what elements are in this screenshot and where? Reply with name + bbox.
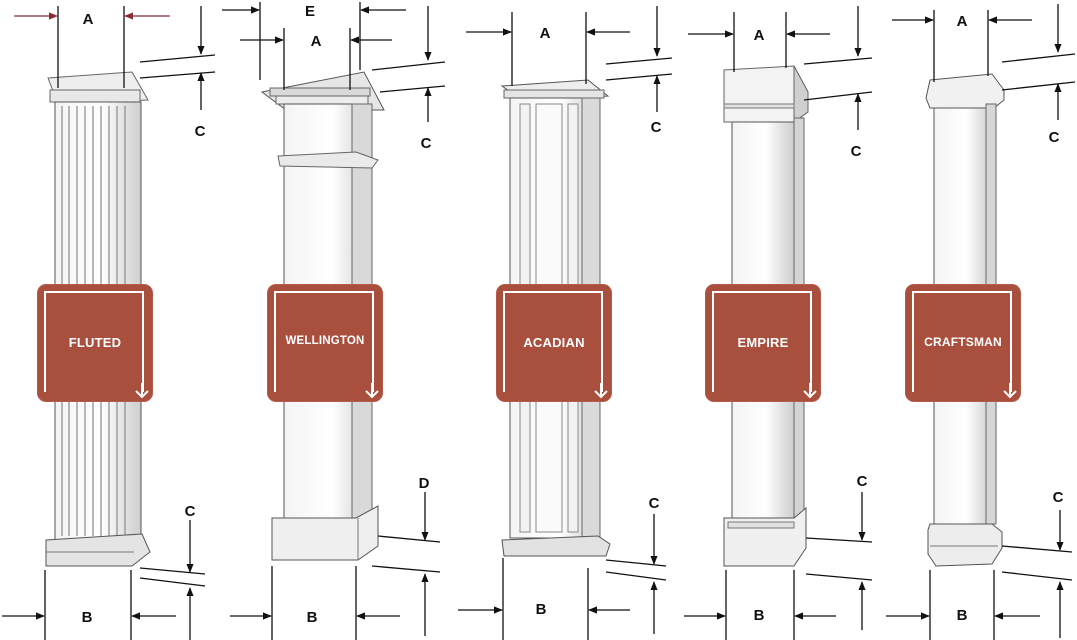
wellington-dim-a: A (311, 33, 322, 50)
fluted-dimensions (2, 6, 216, 640)
acadian-dim-b: B (536, 601, 547, 618)
badge-wellington[interactable]: WELLINGTON (268, 285, 382, 401)
craftsman-dimensions (886, 4, 1076, 640)
badge-frame (503, 291, 603, 392)
fluted-dim-b: B (82, 609, 93, 626)
badge-label-craftsman: CRAFTSMAN (924, 335, 1002, 349)
wellington-dim-d: D (419, 475, 430, 492)
badge-empire[interactable]: EMPIRE (706, 285, 820, 401)
badge-label-empire: EMPIRE (737, 335, 789, 350)
empire-dim-c-bottom: C (857, 473, 868, 490)
acadian-dim-a: A (540, 25, 551, 42)
badge-label-acadian: ACADIAN (523, 335, 585, 350)
empire-dim-a: A (754, 27, 765, 44)
wellington-dimensions (222, 2, 446, 640)
badge-frame (712, 291, 812, 392)
wellington-dim-c: C (421, 135, 432, 152)
fluted-dim-c-bottom: C (185, 503, 196, 520)
acadian-dim-c-top: C (651, 119, 662, 136)
badge-acadian[interactable]: ACADIAN (497, 285, 611, 401)
empire-dim-b: B (754, 607, 765, 624)
down-arrow-icon (803, 383, 817, 399)
badge-frame (912, 291, 1012, 392)
badge-label-fluted: FLUTED (68, 335, 122, 350)
empire-dimensions (684, 6, 873, 640)
down-arrow-icon (135, 383, 149, 399)
badge-label-wellington: WELLINGTON (285, 335, 365, 347)
acadian-dim-c-bottom: C (649, 495, 660, 512)
badge-fluted[interactable]: FLUTED (38, 285, 152, 401)
craftsman-dim-c-top: C (1049, 129, 1060, 146)
craftsman-dim-a: A (957, 13, 968, 30)
acadian-dimensions (458, 6, 673, 640)
down-arrow-icon (594, 383, 608, 399)
down-arrow-icon (1003, 383, 1017, 399)
craftsman-dim-b: B (957, 607, 968, 624)
fluted-dim-c-top: C (195, 123, 206, 140)
badge-frame (44, 291, 144, 392)
badge-craftsman[interactable]: CRAFTSMAN (906, 285, 1020, 401)
empire-dim-c-top: C (851, 143, 862, 160)
wellington-dim-e: E (305, 3, 315, 20)
fluted-dim-a: A (83, 11, 94, 28)
craftsman-dim-c-bottom: C (1053, 489, 1064, 506)
wellington-dim-b: B (307, 609, 318, 626)
down-arrow-icon (365, 383, 379, 399)
badge-frame (274, 291, 374, 392)
